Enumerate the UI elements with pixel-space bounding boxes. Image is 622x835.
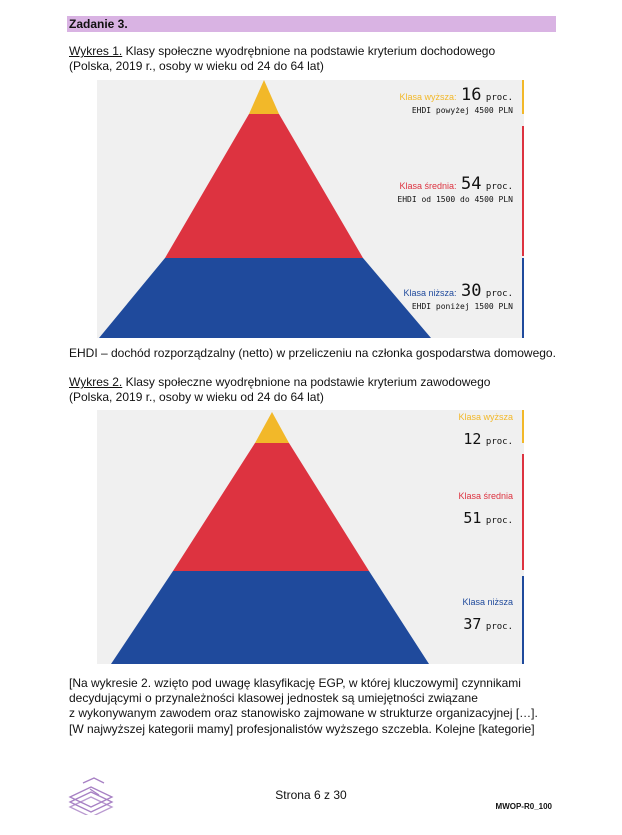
chart2-lower-bar bbox=[522, 576, 524, 664]
pyramid1-middle-segment bbox=[165, 114, 363, 258]
chart1-upper-unit: proc. bbox=[485, 93, 513, 103]
chart1-middle-unit: proc. bbox=[485, 182, 513, 192]
chart1-lower-value: 30 bbox=[460, 281, 482, 301]
chart2-upper-label: Klasa wyższa 12 proc. bbox=[458, 412, 513, 449]
chart2-lower-label: Klasa niższa 37 proc. bbox=[462, 597, 513, 634]
chart1-lower-label: Klasa niższa: 30 proc. EHDI poniżej 1500… bbox=[403, 281, 513, 311]
chart2-caption-label: Wykres 2. bbox=[69, 375, 123, 389]
document-code: MWOP-R0_100 bbox=[495, 802, 552, 811]
chart1-lower-unit: proc. bbox=[485, 289, 513, 299]
cke-logo bbox=[66, 775, 116, 820]
task-heading: Zadanie 3. bbox=[67, 16, 556, 32]
chart1-caption: Wykres 1. Klasy społeczne wyodrębnione n… bbox=[69, 44, 495, 74]
chart2-lower-class: Klasa niższa bbox=[462, 597, 513, 607]
chart1-upper-label: Klasa wyższa: 16 proc. EHDI powyżej 4500… bbox=[399, 85, 513, 115]
chart1-caption-text: Klasy społeczne wyodrębnione na podstawi… bbox=[122, 44, 496, 58]
chart2-middle-value: 51 bbox=[463, 509, 482, 527]
chart1-upper-value: 16 bbox=[460, 85, 482, 105]
chart1-upper-class: Klasa wyższa: bbox=[399, 92, 457, 102]
pyramid1-upper-segment bbox=[249, 80, 279, 114]
chart1-middle-value: 54 bbox=[460, 174, 482, 194]
paragraph-line: decydującymi o przynależności klasowej j… bbox=[69, 691, 478, 706]
chart2-panel: Klasa wyższa 12 proc. Klasa średnia 51 p… bbox=[97, 410, 524, 664]
pyramid2-upper-segment bbox=[255, 412, 289, 443]
chart1-middle-sub: EHDI od 1500 do 4500 PLN bbox=[397, 195, 513, 204]
chart1-upper-bar bbox=[522, 80, 524, 114]
paragraph-line: z wykonywanym zawodem oraz stanowisko za… bbox=[69, 706, 538, 721]
chart1-lower-class: Klasa niższa: bbox=[403, 288, 457, 298]
chart2-upper-bar bbox=[522, 410, 524, 443]
chart2-pyramid bbox=[111, 412, 429, 664]
pyramid2-middle-segment bbox=[173, 443, 369, 571]
body-paragraph: [Na wykresie 2. wzięto pod uwagę klasyfi… bbox=[69, 676, 539, 737]
paragraph-line: [Na wykresie 2. wzięto pod uwagę klasyfi… bbox=[69, 676, 521, 690]
chart2-middle-unit: proc. bbox=[485, 516, 513, 526]
chart2-upper-class: Klasa wyższa bbox=[458, 412, 513, 422]
chart2-upper-unit: proc. bbox=[485, 437, 513, 447]
chart1-lower-sub: EHDI poniżej 1500 PLN bbox=[411, 302, 513, 311]
cke-logo-icon bbox=[68, 777, 114, 818]
chart2-caption-text: Klasy społeczne wyodrębnione na podstawi… bbox=[122, 375, 491, 389]
chart1-pyramid bbox=[99, 80, 431, 338]
chart1-lower-bar bbox=[522, 258, 524, 338]
chart2-upper-value: 12 bbox=[463, 430, 482, 448]
chart1-caption-line2: (Polska, 2019 r., osoby w wieku od 24 do… bbox=[69, 59, 324, 73]
page-number: Strona 6 z 30 bbox=[275, 788, 347, 802]
chart1-middle-bar bbox=[522, 126, 524, 256]
chart2-middle-label: Klasa średnia 51 proc. bbox=[458, 491, 513, 528]
chart1-panel: Klasa wyższa: 16 proc. EHDI powyżej 4500… bbox=[97, 80, 524, 338]
pyramid2-lower-segment bbox=[111, 571, 429, 664]
ehdi-note: EHDI – dochód rozporządzalny (netto) w p… bbox=[69, 346, 556, 360]
chart2-middle-class: Klasa średnia bbox=[458, 491, 513, 501]
chart1-middle-class: Klasa średnia: bbox=[399, 181, 457, 191]
chart2-middle-bar bbox=[522, 454, 524, 570]
chart2-lower-value: 37 bbox=[463, 615, 482, 633]
chart1-upper-sub: EHDI powyżej 4500 PLN bbox=[411, 106, 513, 115]
chart2-caption: Wykres 2. Klasy społeczne wyodrębnione n… bbox=[69, 375, 490, 405]
pyramid1-lower-segment bbox=[99, 258, 431, 338]
chart2-lower-unit: proc. bbox=[485, 622, 513, 632]
paragraph-line: [W najwyższej kategorii mamy] profesjona… bbox=[69, 721, 535, 736]
chart1-middle-label: Klasa średnia: 54 proc. EHDI od 1500 do … bbox=[397, 174, 513, 204]
chart2-caption-line2: (Polska, 2019 r., osoby w wieku od 24 do… bbox=[69, 390, 324, 404]
chart1-caption-label: Wykres 1. bbox=[69, 44, 123, 58]
